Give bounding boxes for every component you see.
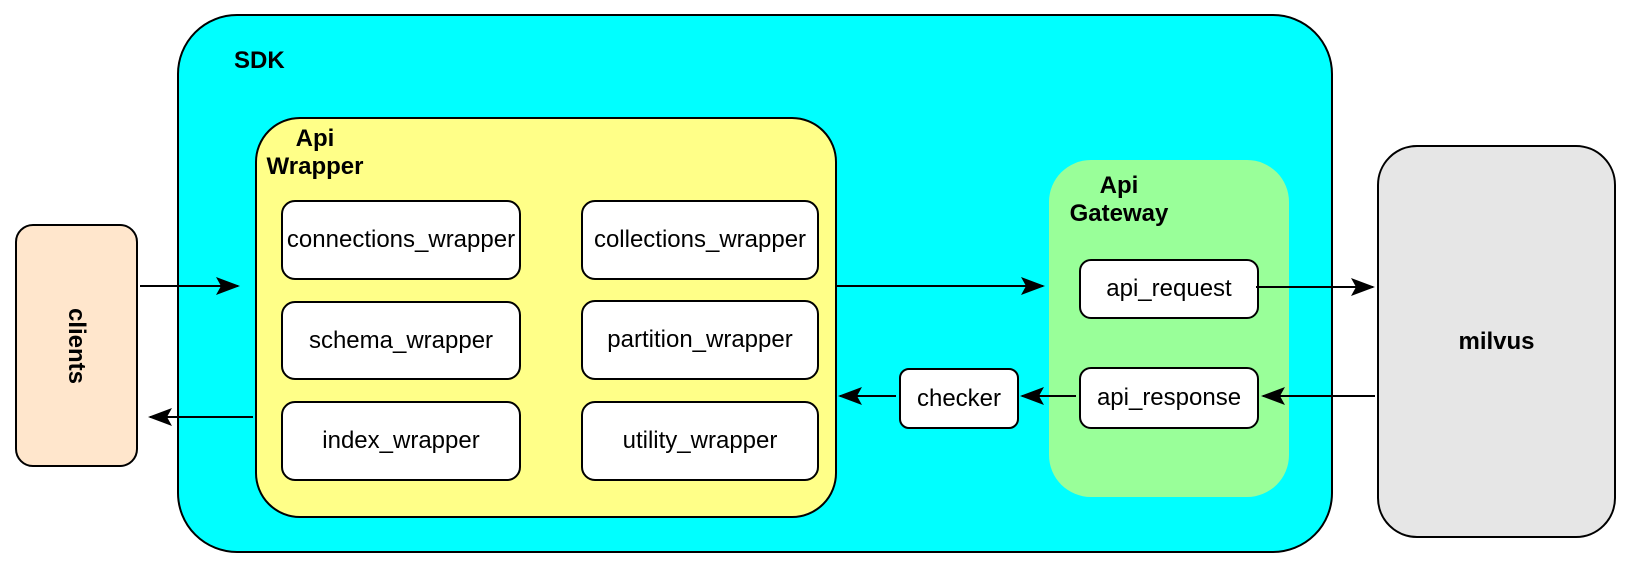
sdk-label: SDK	[234, 47, 285, 74]
schema-wrapper-node: schema_wrapper	[281, 301, 521, 380]
checker-label: checker	[916, 384, 1002, 412]
index-wrapper-node: index_wrapper	[281, 401, 521, 481]
connections-wrapper-node: connections_wrapper	[281, 200, 521, 280]
milvus-label: milvus	[1458, 327, 1535, 355]
api-response-node: api_response	[1079, 367, 1259, 429]
checker-node: checker	[899, 368, 1019, 429]
api-gateway-container: Api Gateway api_request api_response	[1049, 160, 1289, 497]
api-gateway-label: Api Gateway	[1069, 172, 1169, 227]
collections-wrapper-node: collections_wrapper	[581, 200, 819, 280]
utility-wrapper-node: utility_wrapper	[581, 401, 819, 481]
collections-wrapper-label: collections_wrapper	[593, 226, 807, 253]
schema-wrapper-label: schema_wrapper	[308, 326, 494, 354]
api-request-label: api_request	[1106, 275, 1232, 302]
sdk-container: SDK Api Wrapper connections_wrapper coll…	[177, 14, 1333, 553]
api-wrapper-container: Api Wrapper connections_wrapper collecti…	[255, 117, 837, 518]
index-wrapper-label: index_wrapper	[322, 427, 480, 454]
clients-node: clients	[15, 224, 138, 467]
api-request-node: api_request	[1079, 259, 1259, 319]
connections-wrapper-label: connections_wrapper	[286, 226, 516, 253]
partition-wrapper-node: partition_wrapper	[581, 300, 819, 380]
clients-label: clients	[63, 307, 91, 384]
api-wrapper-label: Api Wrapper	[266, 125, 364, 180]
milvus-node: milvus	[1377, 145, 1616, 538]
api-response-label: api_response	[1096, 384, 1242, 411]
partition-wrapper-label: partition_wrapper	[607, 326, 793, 353]
utility-wrapper-label: utility_wrapper	[622, 427, 778, 454]
